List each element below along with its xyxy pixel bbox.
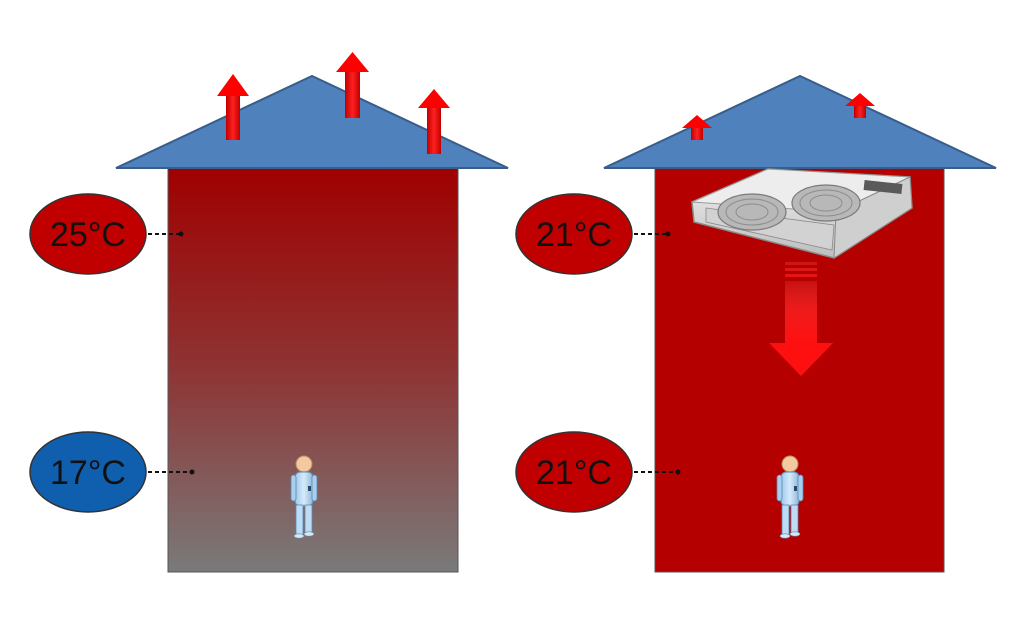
heat-loss-arrow-icon	[845, 93, 875, 118]
left-roof	[115, 74, 509, 169]
left-room	[167, 167, 459, 573]
left-top-temperature: 25°C	[50, 216, 126, 254]
right-bottom-temperature-badge: 21°C	[515, 431, 633, 513]
person-icon	[290, 455, 318, 539]
left-building: 25°C 17°C	[29, 52, 509, 573]
right-building: 21°C 21°C	[515, 74, 997, 573]
person-icon	[776, 455, 804, 539]
heat-loss-arrow-icon	[682, 115, 712, 140]
heat-loss-arrow-icon	[217, 74, 249, 140]
right-top-temperature-badge: 21°C	[515, 193, 633, 275]
heat-loss-arrow-icon	[336, 52, 369, 118]
left-bottom-temperature-badge: 17°C	[29, 431, 147, 513]
right-roof	[603, 74, 997, 169]
heat-loss-arrow-icon	[418, 89, 450, 154]
ceiling-fan-unit-icon	[691, 168, 913, 259]
right-bottom-temperature: 21°C	[536, 454, 612, 492]
fan-grille	[717, 184, 861, 231]
left-top-temperature-badge: 25°C	[29, 193, 147, 275]
right-top-temperature: 21°C	[536, 216, 612, 254]
downward-airflow-arrow-icon	[769, 262, 833, 376]
left-bottom-temperature: 17°C	[50, 454, 126, 492]
